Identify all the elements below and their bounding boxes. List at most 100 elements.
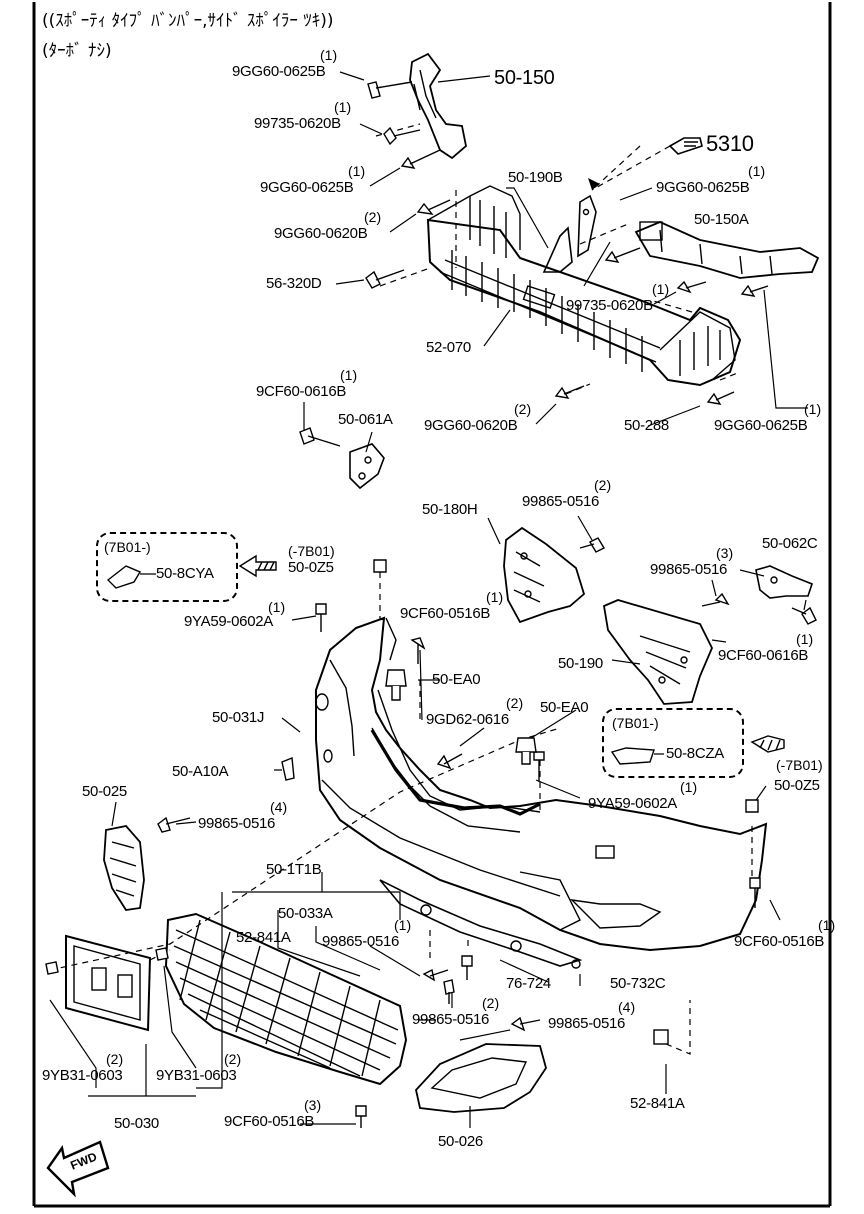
callout-part: 50-EA0 (432, 671, 481, 688)
callout-part: 9CF60-0516B (400, 605, 491, 622)
cover-50-8CZA (610, 747, 655, 765)
cover-50-8CYA (106, 565, 142, 589)
callout-part: 50-150A (694, 211, 749, 228)
variant-box-right-label: (7B01-) (612, 715, 659, 731)
fog-cover-50-025 (103, 825, 145, 911)
callout-part: 50-288 (624, 417, 669, 434)
callout-part: 50-025 (82, 783, 127, 800)
callout-part: 50-A10A (172, 763, 229, 780)
bumper-reinforcement (426, 185, 742, 387)
callout-qty: (4) (270, 799, 288, 815)
callout-qty: (2) (106, 1051, 124, 1067)
callout-part: 9GD62-0616 (426, 711, 509, 728)
bracket-50-062C (755, 565, 813, 599)
callout-qty: (1) (320, 47, 338, 63)
clip-52-841A (653, 1029, 669, 1045)
callout-part: 9GG60-0620B (274, 225, 368, 242)
callout-qty: (1) (394, 917, 412, 933)
callout-part: 99735-0620B (566, 297, 653, 314)
callout-qty: (1) (804, 401, 822, 417)
callout-part: 52-070 (426, 339, 471, 356)
bracket-50-150 (409, 52, 467, 160)
callout-qty: (1) (348, 163, 366, 179)
grille-50-1T1B (164, 912, 408, 1086)
callout-qty: (1) (334, 99, 352, 115)
callout-range: (-7B01) (776, 757, 823, 773)
callout-part: 9GG60-0625B (714, 417, 808, 434)
callout-part: 52-841A (236, 929, 291, 946)
callout-qty: (1) (796, 631, 814, 647)
callout-qty: (4) (618, 999, 636, 1015)
callout-part: 76-724 (506, 975, 551, 992)
callout-part: 9YB31-0603 (42, 1067, 123, 1084)
callout-qty: (1) (268, 599, 286, 615)
callout-part: 50-0Z5 (774, 777, 820, 794)
variant-box-left-label: (7B01-) (104, 539, 151, 555)
callout-part: 9GG60-0620B (424, 417, 518, 434)
callout-part: 9CF60-0516B (734, 933, 825, 950)
callout-part: 50-033A (278, 905, 333, 922)
clip-50-A10A (281, 757, 295, 781)
callout-part: 99865-0516 (198, 815, 276, 832)
callout-qty: (1) (748, 163, 766, 179)
callout-part: 99865-0516 (322, 933, 400, 950)
callout-part: 50-061A (338, 411, 393, 428)
callout-part: 50-030 (114, 1115, 159, 1132)
callout-part: 9CF60-0516B (224, 1113, 315, 1130)
callout-part: 9YA59-0602A (184, 613, 273, 630)
callout-part: 5310 (706, 131, 754, 156)
header-line-1: ((ｽﾎﾟｰﾃｨ ﾀｲﾌﾟ ﾊﾞﾝﾊﾟｰ,ｻｲﾄﾞ ｽﾎﾟｲﾗｰ ﾂｷ)) (42, 11, 334, 31)
callout-qty: (2) (506, 695, 524, 711)
callout-part: 9GG60-0625B (656, 179, 750, 196)
callout-part: 50-732C (610, 975, 666, 992)
lower-lip-50-732C (379, 879, 583, 969)
callout-part: 50-180H (422, 501, 478, 518)
callout-range: (-7B01) (288, 543, 335, 559)
callout-qty: (2) (224, 1051, 242, 1067)
callout-part: 99865-0516 (412, 1011, 490, 1028)
callout-part: 9CF60-0616B (256, 383, 347, 400)
callout-part: 9GG60-0625B (232, 63, 326, 80)
callout-qty: (1) (818, 917, 836, 933)
callout-part: 50-062C (762, 535, 818, 552)
variant-box-right (602, 708, 744, 778)
callout-qty: (2) (482, 995, 500, 1011)
fwd-arrow-icon (46, 1140, 110, 1198)
variant-box-left (96, 532, 238, 602)
callout-part: 99865-0516 (650, 561, 728, 578)
bracket-50-190 (602, 599, 713, 705)
callout-part: 50-0Z5 (288, 559, 334, 576)
callout-part: 50-1T1B (266, 861, 322, 878)
callout-part: 50-8CYA (156, 565, 214, 582)
callout-qty: (2) (364, 209, 382, 225)
license-bracket-50-030 (65, 934, 152, 1032)
fog-cover-50-026 (415, 1043, 547, 1113)
callout-part: 56-320D (266, 275, 322, 292)
bracket-50-150A (634, 221, 820, 279)
callout-qty: (2) (594, 477, 612, 493)
callout-part: 52-841A (630, 1095, 685, 1112)
bracket-50-190B (542, 194, 597, 273)
screw-icon (45, 81, 817, 1128)
callout-part: 50-EA0 (540, 699, 589, 716)
header-line-2: (ﾀｰﾎﾞ ﾅｼ) (42, 41, 112, 61)
callout-qty: (2) (514, 401, 532, 417)
callout-part: 99865-0516 (548, 1015, 626, 1032)
callout-part: 9CF60-0616B (718, 647, 809, 664)
callout-part: 50-8CZA (666, 745, 724, 762)
callout-part: 50-031J (212, 709, 265, 726)
bracket-50-061A (349, 443, 385, 490)
callout-qty: (3) (716, 545, 734, 561)
callout-part: 50-190 (558, 655, 603, 672)
callout-part: 9YA59-0602A (588, 795, 677, 812)
hatched-arrow-icon (238, 554, 785, 753)
callout-part: 99735-0620B (254, 115, 341, 132)
callout-qty: (3) (304, 1097, 322, 1113)
callout-part: 50-026 (438, 1133, 483, 1150)
push-clip-icon (373, 559, 759, 813)
callout-qty: (1) (652, 281, 670, 297)
callout-part: 9YB31-0603 (156, 1067, 237, 1084)
callout-part: 99865-0516 (522, 493, 600, 510)
hand-pointer-icon (668, 137, 703, 155)
